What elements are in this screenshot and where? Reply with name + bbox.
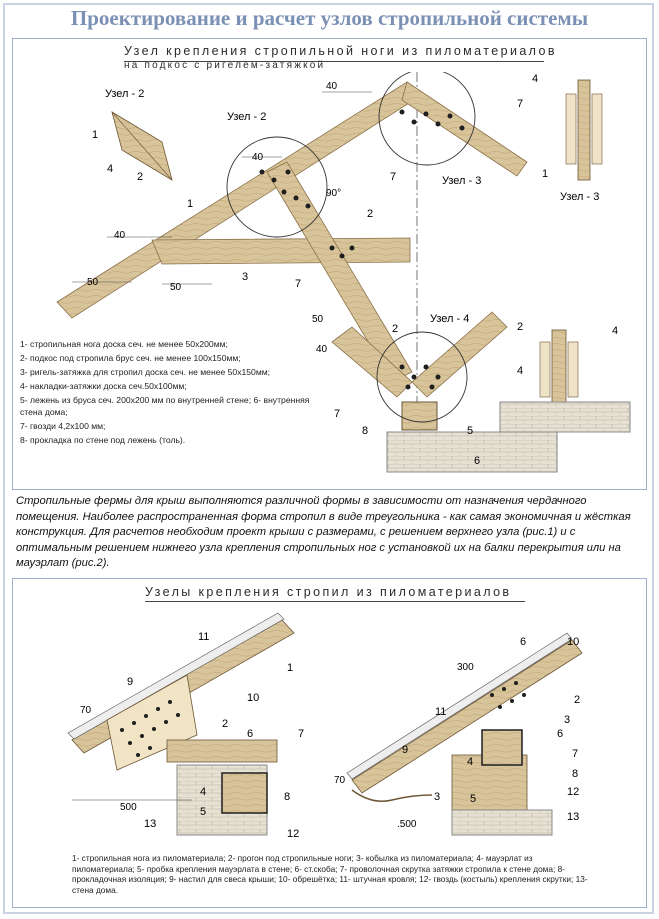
num-4b: 4 — [532, 73, 538, 85]
f2-num-1: 1 — [287, 662, 293, 674]
f2-num-11: 11 — [198, 631, 209, 643]
num-2d: 2 — [517, 321, 523, 333]
figure-1-drawing: Узел - 2 Узел - 2 Узел - 3 Узел - 3 Узел… — [56, 72, 631, 473]
num-5: 5 — [467, 425, 473, 437]
label-uzel3-right: Узел - 3 — [560, 191, 599, 203]
f2-num-7: 7 — [298, 728, 304, 740]
num-1a: 1 — [92, 129, 98, 141]
node-2-circle — [226, 136, 328, 238]
f2-num-3: 3 — [564, 714, 570, 726]
f2-num-3b: 3 — [434, 791, 440, 803]
f2-dim-300: 300 — [457, 662, 474, 673]
f2-num-6b: 6 — [520, 636, 526, 648]
num-1c: 1 — [542, 168, 548, 180]
num-7c: 7 — [517, 98, 523, 110]
f2-num-13b: 13 — [567, 811, 579, 823]
caption-underline — [124, 61, 544, 62]
f2-num-10b: 10 — [567, 636, 579, 648]
node-3-detail — [565, 79, 603, 181]
dim-40c: 40 — [252, 152, 264, 163]
dim-50b: 50 — [170, 282, 182, 293]
figure-1-caption: Узел крепления стропильной ноги из пилом… — [124, 44, 557, 58]
num-2c: 2 — [392, 323, 398, 335]
left-eave-node — [67, 612, 295, 836]
num-2a: 2 — [137, 171, 143, 183]
dimension-lines — [72, 91, 372, 285]
figure-1-subcaption: на подкос с ригелем-затяжкой — [124, 60, 326, 71]
f2-num-12b: 12 — [567, 786, 579, 798]
description-paragraph: Стропильные фермы для крыш выполняются р… — [16, 495, 631, 569]
num-3: 3 — [242, 271, 248, 283]
num-1b: 1 — [187, 198, 193, 210]
f2-num-13: 13 — [144, 818, 156, 830]
num-2b: 2 — [367, 208, 373, 220]
f2-num-6c: 6 — [557, 728, 563, 740]
label-uzel2-left: Узел - 2 — [105, 88, 144, 100]
f2-num-2: 2 — [222, 718, 228, 730]
num-4d: 4 — [517, 365, 523, 377]
f2-num-9b: 9 — [402, 744, 408, 756]
right-eave-node — [346, 632, 583, 836]
node-3-circle — [378, 72, 476, 166]
legend-item: 1- стропильная нога доска сеч. не менее … — [20, 339, 228, 349]
strut-left — [266, 161, 413, 383]
f2-num-9: 9 — [127, 676, 133, 688]
f2-num-2b: 2 — [574, 694, 580, 706]
f2-num-8b: 8 — [572, 768, 578, 780]
num-8: 8 — [362, 425, 368, 437]
node-4-circle — [376, 331, 468, 423]
page-title: Проектирование и расчет узлов стропильно… — [70, 6, 589, 30]
label-uzel3: Узел - 3 — [442, 175, 481, 187]
f2-num-12: 12 — [287, 828, 299, 840]
num-4a: 4 — [107, 163, 113, 175]
f2-num-4: 4 — [200, 786, 206, 798]
num-4c: 4 — [612, 325, 618, 337]
f2-num-11b: 11 — [435, 706, 446, 718]
caption-underline-2 — [145, 601, 525, 602]
dim-40b: 40 — [326, 81, 338, 92]
dim-40d: 40 — [316, 344, 328, 355]
f2-dim-500b: .500 — [397, 819, 417, 830]
legend-item: 7- гвозди 4,2х100 мм; — [20, 421, 106, 431]
legend-item: 5- лежень из бруса сеч. 200х200 мм по вн… — [20, 395, 310, 417]
legend-item: 3- ригель-затяжка для стропил доска сеч.… — [20, 367, 271, 377]
dim-40: 40 — [114, 230, 126, 241]
node-4-detail — [499, 329, 631, 433]
f2-num-10: 10 — [247, 692, 259, 704]
figure-2-drawing: 11 1 9 10 2 6 7 4 8 5 13 12 70 500 6 10 … — [67, 612, 583, 840]
f2-dim-70: 70 — [80, 705, 92, 716]
f2-num-7b: 7 — [572, 748, 578, 760]
f2-num-4b: 4 — [467, 756, 473, 768]
f2-dim-500: 500 — [120, 802, 137, 813]
figure-2-caption: Узелы крепления стропил из пиломатериало… — [145, 585, 512, 599]
label-uzel2: Узел - 2 — [227, 111, 266, 123]
legend-item: 2- подкос под стропила брус сеч. не мене… — [20, 353, 241, 363]
legend-item: 4- накладки-затяжки доска сеч.50х100мм; — [20, 381, 187, 391]
figure-2-legend: 1- стропильная нога из пиломатериала; 2-… — [72, 853, 588, 895]
f2-num-6: 6 — [247, 728, 253, 740]
bed-beam — [401, 401, 438, 431]
num-7a: 7 — [295, 278, 301, 290]
f2-num-8: 8 — [284, 791, 290, 803]
figure-1-legend: 1- стропильная нога доска сеч. не менее … — [20, 338, 310, 448]
tie-beam — [151, 237, 411, 265]
strut-right — [411, 311, 508, 398]
num-7d: 7 — [334, 408, 340, 420]
f2-num-5: 5 — [200, 806, 206, 818]
page-frame — [3, 3, 654, 914]
node-2-detail — [111, 111, 173, 181]
num-7b: 7 — [390, 171, 396, 183]
dim-50: 50 — [87, 277, 99, 288]
dim-50c: 50 — [312, 314, 324, 325]
legend-item: 8- прокладка по стене под лежень (толь). — [20, 435, 186, 445]
inner-wall — [386, 431, 558, 473]
num-6: 6 — [474, 455, 480, 467]
f2-num-5b: 5 — [470, 793, 476, 805]
rafter-right — [401, 81, 528, 177]
f2-dim-70b: 70 — [334, 775, 346, 786]
label-uzel4: Узел - 4 — [430, 313, 469, 325]
dim-90: 90° — [326, 188, 341, 199]
nails — [259, 109, 465, 390]
